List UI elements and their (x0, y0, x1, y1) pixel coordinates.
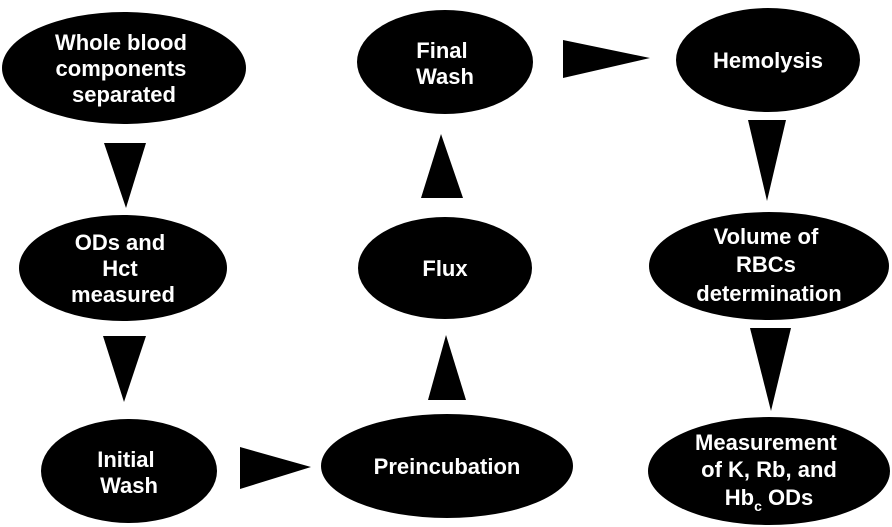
node-ods-hct-line-1: ODs and (75, 230, 165, 255)
hb-text: Hb (725, 485, 754, 510)
node-whole-blood: Whole blood components separated (2, 12, 246, 124)
node-ods-hct-line-2: Hct (102, 256, 138, 281)
ods-text: ODs (762, 485, 813, 510)
node-final-wash: Final Wash (357, 10, 533, 114)
arrow-down-ods-to-initial-wash (103, 336, 146, 402)
arrow-right-initial-wash-to-preincubation (240, 447, 311, 489)
arrow-down-whole-blood-to-ods (104, 143, 146, 208)
node-measurement-line-3: Hbc ODs (725, 485, 813, 514)
node-measurement: Measurement of K, Rb, and Hbc ODs (648, 417, 890, 525)
node-final-wash-shape (357, 10, 533, 114)
hb-subscript-c: c (754, 498, 762, 514)
node-initial-wash-line-2: Wash (100, 473, 158, 498)
node-hemolysis-shape (676, 8, 860, 112)
node-volume-rbcs-line-2: RBCs (736, 252, 796, 277)
arrow-right-final-wash-to-hemolysis (563, 40, 650, 78)
node-ods-hct-shape (19, 215, 227, 321)
node-whole-blood-shape (2, 12, 246, 124)
node-volume-rbcs-line-1: Volume of (714, 224, 819, 249)
node-preincubation-line-1: Preincubation (374, 454, 521, 479)
arrow-up-preincubation-to-flux (428, 335, 466, 400)
node-flux-shape (358, 217, 532, 319)
node-whole-blood-line-1: Whole blood (55, 30, 187, 55)
node-flux-label: Flux (422, 256, 468, 281)
node-initial-wash-shape (41, 419, 217, 523)
node-initial-wash: Initial Wash (41, 419, 217, 523)
node-preincubation-label: Preincubation (374, 454, 521, 479)
node-hemolysis-label: Hemolysis (713, 48, 823, 73)
node-measurement-line-1: Measurement (695, 430, 838, 455)
node-measurement-shape (648, 417, 890, 525)
node-measurement-label: Measurement of K, Rb, and (695, 430, 843, 482)
node-ods-hct: ODs and Hct measured (19, 215, 227, 321)
node-preincubation-shape (321, 414, 573, 518)
node-whole-blood-line-2: components (56, 56, 187, 81)
arrow-down-volume-to-measurement (750, 328, 791, 411)
node-volume-rbcs: Volume of RBCs determination (649, 212, 889, 320)
node-volume-rbcs-label: Volume of RBCs determination (696, 224, 841, 306)
node-whole-blood-label: Whole blood components separated (55, 30, 193, 107)
node-final-wash-line-2: Wash (416, 64, 474, 89)
arrow-up-flux-to-final-wash (421, 134, 463, 198)
node-final-wash-label: Final Wash (416, 38, 474, 89)
node-ods-hct-line-3: measured (71, 282, 175, 307)
arrow-down-hemolysis-to-volume (748, 120, 786, 201)
node-preincubation: Preincubation (321, 414, 573, 518)
node-initial-wash-label: Initial Wash (97, 447, 161, 498)
node-volume-rbcs-line-3: determination (696, 281, 841, 306)
node-ods-hct-label: ODs and Hct measured (71, 230, 175, 307)
node-volume-rbcs-shape (649, 212, 889, 320)
node-hemolysis-line-1: Hemolysis (713, 48, 823, 73)
node-final-wash-line-1: Final (416, 38, 467, 63)
node-initial-wash-line-1: Initial (97, 447, 154, 472)
node-flux-line-1: Flux (422, 256, 468, 281)
node-hemolysis: Hemolysis (676, 8, 860, 112)
node-flux: Flux (358, 217, 532, 319)
node-whole-blood-line-3: separated (72, 82, 176, 107)
node-measurement-line-2: of K, Rb, and (701, 457, 837, 482)
